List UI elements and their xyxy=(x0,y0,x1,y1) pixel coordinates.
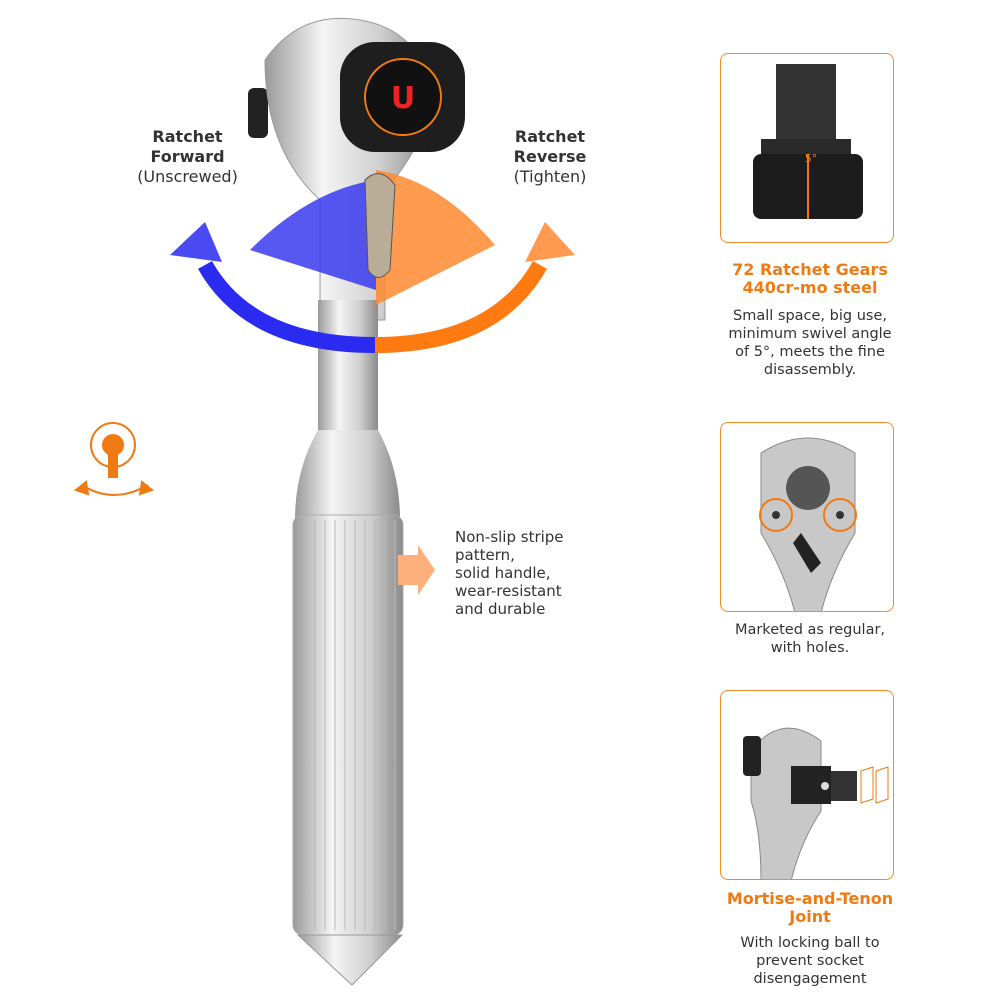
holes-feature-card xyxy=(720,422,894,612)
reverse-sector xyxy=(376,170,495,305)
socket-joint-image xyxy=(743,727,889,879)
pawl-lever xyxy=(364,173,396,278)
arrow-right-icon xyxy=(398,545,435,595)
ratchet-forward-label: Ratchet Forward(Unscrewed) xyxy=(137,127,238,186)
magnetic-socket: U xyxy=(340,42,465,152)
feature-description: Marketed as regular,with holes. xyxy=(734,622,886,656)
ratchet-head-image xyxy=(759,437,857,611)
forward-sector xyxy=(250,180,376,290)
joint-feature-card xyxy=(720,690,894,880)
svg-text:U: U xyxy=(391,81,415,116)
reverse-arc-arrow xyxy=(374,260,547,353)
gear-feature-card: 5° xyxy=(720,53,894,243)
feature-description: Small space, big use,minimum swivel angl… xyxy=(728,308,892,378)
ratchet-reverse-label: Ratchet Reverse(Tighten) xyxy=(513,127,587,186)
svg-text:5°: 5° xyxy=(805,152,818,165)
rotate-lock-icon xyxy=(73,422,155,496)
forward-arc-arrow xyxy=(198,260,376,353)
ratchet-gear-image: 5° xyxy=(753,64,863,219)
